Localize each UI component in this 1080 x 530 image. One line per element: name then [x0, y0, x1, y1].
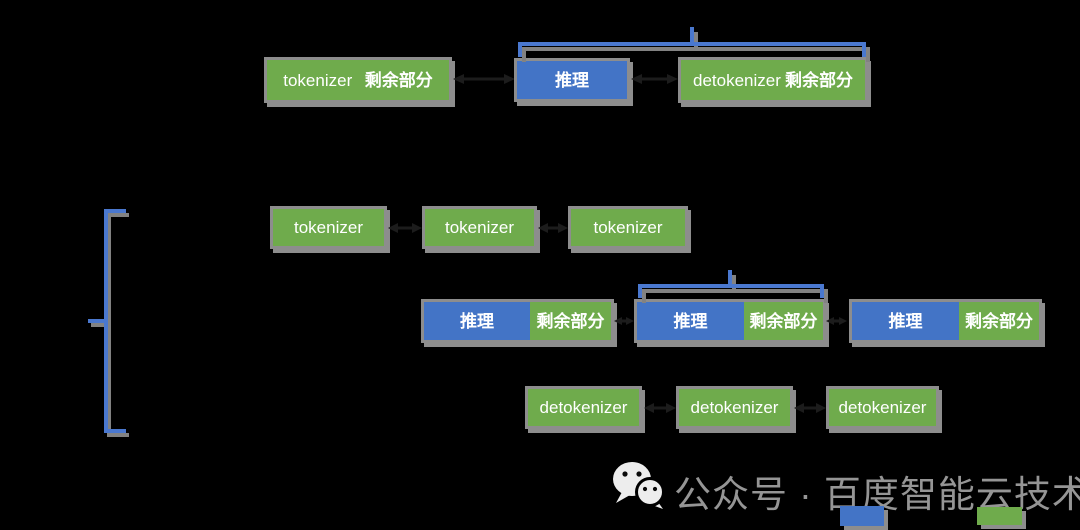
tokenizer-node: tokenizer: [422, 206, 537, 249]
detokenizer-label: detokenizer: [539, 398, 628, 417]
detokenizer-label: detokenizer: [693, 70, 781, 90]
inference-segment: 推理: [637, 302, 744, 340]
legend-blue-swatch: [840, 506, 884, 526]
pipeline-span-bracket: [88, 209, 129, 437]
remainder-label: 剩余部分: [965, 311, 1033, 331]
bidirectional-arrow: [644, 403, 676, 413]
detokenizer-remainder-node: detokenizer 剩余部分: [678, 57, 868, 103]
watermark: 公众号 · 百度智能云技术站: [608, 458, 1080, 515]
bidirectional-arrow: [631, 74, 678, 84]
wechat-icon: [613, 462, 665, 509]
tokenizer-node: tokenizer: [568, 206, 688, 249]
tokenizer-label: tokenizer: [294, 218, 363, 237]
bidirectional-arrow: [794, 403, 826, 413]
tokenizer-label: tokenizer: [283, 70, 353, 90]
remainder-segment: 剩余部分: [530, 302, 611, 340]
detokenizer-label: detokenizer: [838, 398, 927, 417]
inference-label: 推理: [888, 311, 923, 331]
latency-bracket-top: [518, 27, 870, 62]
detokenizer-node: detokenizer: [676, 386, 793, 429]
detokenizer-label: detokenizer: [690, 398, 779, 417]
inference-remainder-pair: 推理 剩余部分: [849, 299, 1042, 343]
bidirectional-arrow: [826, 317, 847, 325]
bidirectional-arrow: [538, 223, 568, 233]
remainder-label: 剩余部分: [784, 70, 853, 90]
bidirectional-arrow: [388, 223, 422, 233]
bidirectional-arrow: [453, 74, 515, 84]
latency-bracket-middle: [638, 270, 828, 303]
remainder-label: 剩余部分: [749, 311, 818, 331]
tokenizer-label: tokenizer: [445, 218, 514, 237]
remainder-label: 剩余部分: [536, 311, 605, 331]
inference-label: 推理: [555, 70, 589, 90]
inference-node: 推理: [514, 58, 630, 102]
inference-remainder-pair: 推理 剩余部分: [634, 299, 826, 343]
tokenizer-label: tokenizer: [593, 218, 663, 237]
bidirectional-arrow: [614, 317, 634, 325]
tokenizer-remainder-node: tokenizer 剩余部分: [264, 57, 452, 103]
legend-green-swatch: [977, 507, 1022, 525]
inference-label: 推理: [673, 311, 708, 331]
detokenizer-node: detokenizer: [525, 386, 642, 429]
remainder-label: 剩余部分: [364, 70, 433, 90]
inference-segment: 推理: [852, 302, 959, 340]
tokenizer-node: tokenizer: [270, 206, 387, 249]
inference-segment: 推理: [424, 302, 530, 340]
inference-label: 推理: [460, 311, 494, 331]
detokenizer-node: detokenizer: [826, 386, 939, 429]
remainder-segment: 剩余部分: [959, 302, 1039, 340]
remainder-segment: 剩余部分: [744, 302, 823, 340]
inference-remainder-pair: 推理 剩余部分: [421, 299, 614, 343]
